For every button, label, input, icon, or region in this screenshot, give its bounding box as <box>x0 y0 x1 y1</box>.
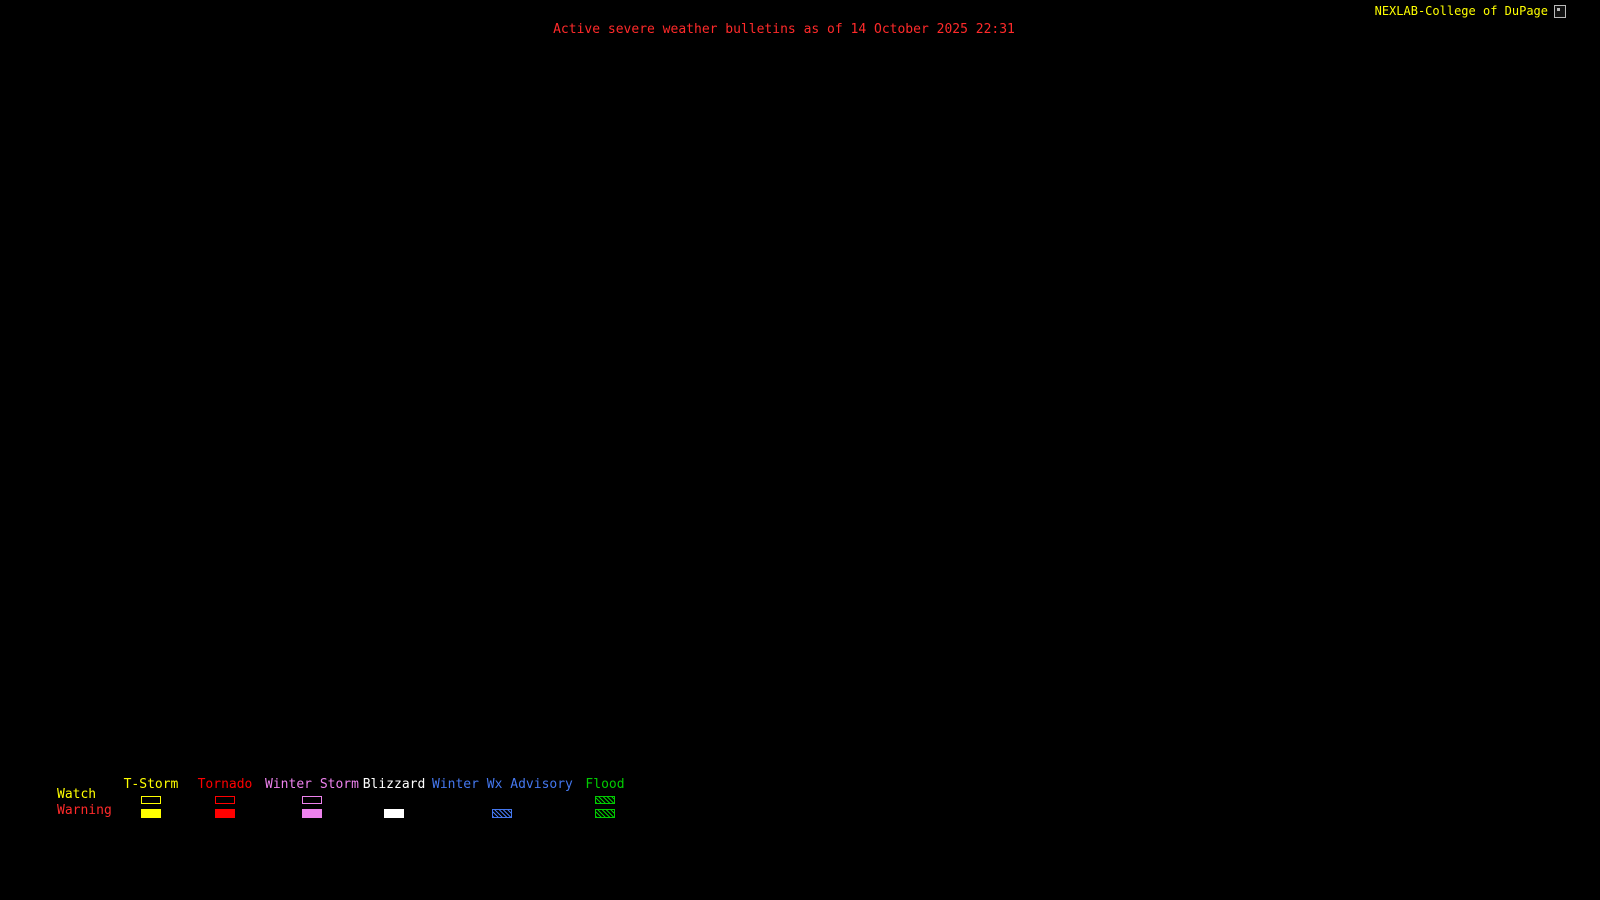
bulletin-title: Active severe weather bulletins as of 14… <box>553 22 1015 37</box>
legend-label-winter-wx-advisory: Winter Wx Advisory <box>432 777 573 792</box>
legend-advisory-box-winter-wx-advisory <box>492 809 512 818</box>
legend-watch-box-tornado <box>215 796 235 804</box>
legend-warning-box-flood <box>595 809 615 818</box>
legend-col-winter-wx-advisory: Winter Wx Advisory <box>432 777 573 818</box>
site-banner: NEXLAB-College of DuPage <box>1375 4 1566 18</box>
site-name: NEXLAB-College of DuPage <box>1374 4 1548 18</box>
legend-warning-box-tstorm <box>141 809 161 818</box>
legend-row-warning-label: Warning <box>57 803 112 818</box>
legend-warning-box-blizzard <box>384 809 404 818</box>
legend-label-tornado: Tornado <box>197 777 253 792</box>
legend-watch-box-tstorm <box>141 796 161 804</box>
legend-col-tornado: Tornado <box>194 777 256 818</box>
legend-label-blizzard: Blizzard <box>362 777 426 792</box>
legend-label-tstorm: T-Storm <box>123 777 179 792</box>
legend-col-blizzard: Blizzard <box>362 777 426 818</box>
legend-row-watch-label: Watch <box>57 787 97 802</box>
legend-label-flood: Flood <box>585 777 625 792</box>
legend-warning-box-winter-storm <box>302 809 322 818</box>
legend-col-tstorm: T-Storm <box>118 777 184 818</box>
legend-col-flood: Flood <box>583 777 627 818</box>
legend-warning-box-tornado <box>215 809 235 818</box>
legend-col-winter-storm: Winter Storm <box>263 777 361 818</box>
site-logo-icon <box>1554 4 1566 18</box>
legend-label-winter-storm: Winter Storm <box>265 777 359 792</box>
legend-watch-box-flood <box>595 796 615 804</box>
legend-watch-box-winter-storm <box>302 796 322 804</box>
